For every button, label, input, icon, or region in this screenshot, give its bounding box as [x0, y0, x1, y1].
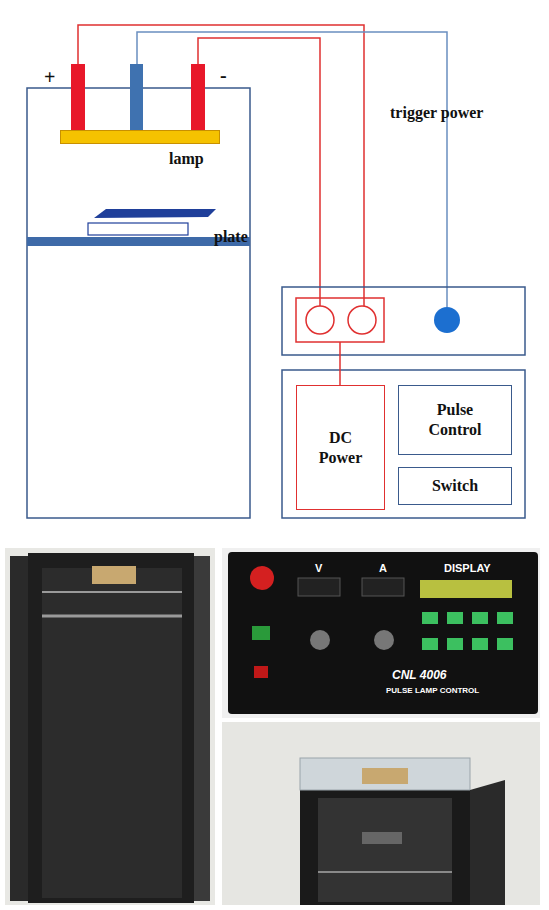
- photo-background: [5, 548, 215, 905]
- plate-holder: [88, 223, 188, 235]
- panel-button: [422, 612, 438, 624]
- switch-box: Switch: [398, 467, 512, 505]
- panel-text: A: [379, 562, 387, 574]
- panel-button: [472, 612, 488, 624]
- terminal-group: [296, 298, 384, 342]
- lamp-photo: [92, 566, 136, 584]
- negative-wire: [198, 38, 320, 306]
- power-lead: [339, 342, 341, 385]
- amp-meter: [362, 578, 404, 596]
- panel-text: PULSE LAMP CONTROL: [386, 686, 479, 695]
- positive-wire: [78, 25, 364, 306]
- door-photo: [470, 780, 505, 905]
- sample-tray: [362, 832, 402, 844]
- lcd-display: [420, 580, 512, 598]
- model-text: CNL 4006: [392, 668, 446, 682]
- panel-text: DISPLAY: [444, 562, 491, 574]
- door-photo: [194, 556, 210, 901]
- panel-button: [497, 638, 513, 650]
- panel-button: [422, 638, 438, 650]
- panel-button: [447, 638, 463, 650]
- plate-shape: [88, 205, 218, 238]
- photo-background: [222, 722, 540, 905]
- trigger-electrode: [130, 64, 143, 132]
- lamp-bar: lamp: [60, 130, 220, 144]
- panel-button: [447, 612, 463, 624]
- control-knob: [310, 630, 330, 650]
- node-label: Switch: [432, 476, 478, 496]
- control-panel-photo: [228, 552, 538, 714]
- emergency-button: [250, 566, 274, 590]
- control-knob: [374, 630, 394, 650]
- chamber-interior: [42, 568, 182, 898]
- control-box: Pulse Control: [398, 385, 512, 455]
- photo-background: [222, 548, 540, 718]
- node-label: plate: [214, 227, 248, 247]
- sample-plate: plate: [88, 205, 218, 238]
- trigger-terminal: [434, 307, 460, 333]
- polarity-mark: +: [44, 66, 55, 89]
- node-label: DC Power: [313, 428, 369, 468]
- chamber-interior: [318, 798, 452, 902]
- shelf-photo: [42, 615, 182, 618]
- wire-label: trigger power: [390, 104, 483, 122]
- positive-electrode: [71, 64, 85, 132]
- power-box: DC Power: [296, 385, 385, 510]
- negative-electrode: [191, 64, 205, 132]
- chamber-outline: [27, 88, 250, 518]
- terminal-circle: [306, 306, 334, 334]
- trigger-wire: [137, 32, 447, 307]
- plate-top: [94, 209, 216, 218]
- polarity-mark: -: [220, 64, 227, 87]
- control-enclosure: [282, 370, 525, 518]
- terminal-panel: [282, 287, 525, 355]
- volt-meter: [298, 578, 340, 596]
- panel-text: V: [315, 562, 322, 574]
- panel-button: [497, 612, 513, 624]
- start-button: [252, 626, 270, 640]
- chamber-photo: [28, 553, 194, 903]
- power-switch: [254, 666, 268, 678]
- terminal-circle: [348, 306, 376, 334]
- shelf-photo: [42, 591, 182, 593]
- lamp-housing-photo: [300, 758, 470, 790]
- panel-button: [472, 638, 488, 650]
- lamp-photo: [362, 768, 408, 784]
- node-label: Pulse Control: [419, 400, 491, 440]
- shelf-photo: [318, 871, 452, 873]
- chamber-photo: [300, 788, 470, 905]
- side-panel-photo: [10, 556, 28, 901]
- node-label: lamp: [169, 149, 204, 169]
